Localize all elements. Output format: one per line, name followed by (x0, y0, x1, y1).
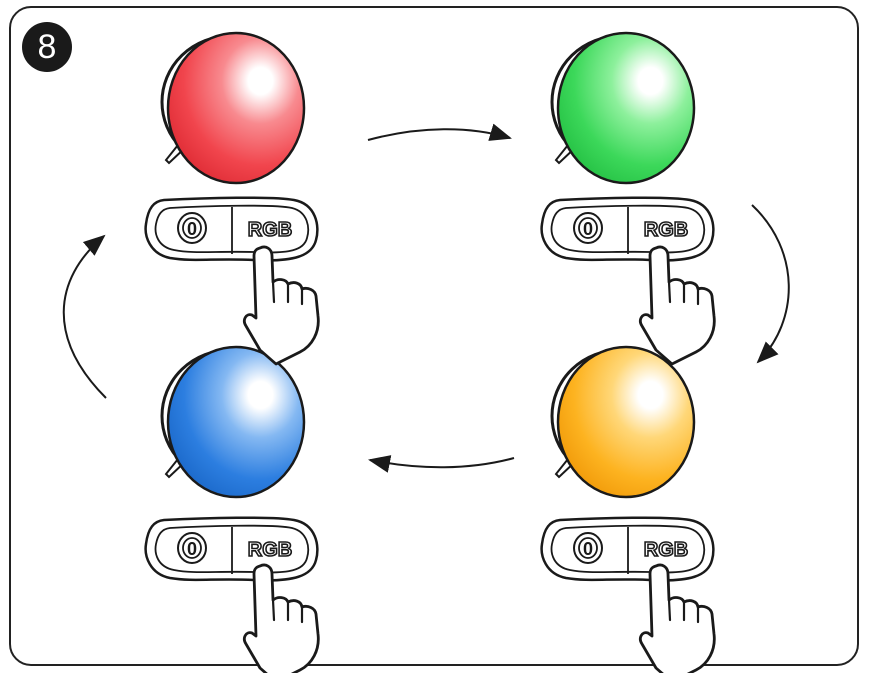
arrow-yellow-to-blue (368, 455, 515, 473)
lamp-blue-glow (166, 345, 306, 499)
lamp-red (160, 31, 306, 185)
remote-bottom-left: 0 RGB (144, 516, 319, 582)
diagram-frame (9, 6, 859, 666)
lamp-blue (160, 345, 306, 499)
lamp-yellow (550, 345, 696, 499)
power-button[interactable]: 0 (177, 212, 207, 244)
pointing-hand-icon (242, 245, 320, 366)
power-symbol: 0 (187, 219, 197, 239)
arrow-green-to-yellow (751, 204, 790, 364)
rgb-button[interactable]: RGB (643, 218, 689, 242)
remote-top-left: 0 RGB (144, 196, 319, 262)
lamp-yellow-glow (556, 345, 696, 499)
rgb-button[interactable]: RGB (247, 538, 293, 562)
lamp-green (550, 31, 696, 185)
rgb-button[interactable]: RGB (247, 218, 293, 242)
pointing-hand-icon (638, 563, 716, 673)
power-button[interactable]: 0 (573, 212, 603, 244)
remote-top-right: 0 RGB (540, 196, 715, 262)
remote-bottom-right: 0 RGB (540, 516, 715, 582)
power-symbol: 0 (583, 539, 593, 559)
power-button[interactable]: 0 (177, 532, 207, 564)
arrow-red-to-green (367, 123, 512, 141)
rgb-button[interactable]: RGB (643, 538, 689, 562)
power-symbol: 0 (583, 219, 593, 239)
pointing-hand-icon (242, 563, 320, 673)
power-symbol: 0 (187, 539, 197, 559)
lamp-green-glow (556, 31, 696, 185)
step-number-badge: 8 (22, 22, 72, 72)
pointing-hand-icon (638, 245, 716, 366)
arrow-blue-to-red (62, 234, 107, 399)
power-button[interactable]: 0 (573, 532, 603, 564)
lamp-red-glow (166, 31, 306, 185)
